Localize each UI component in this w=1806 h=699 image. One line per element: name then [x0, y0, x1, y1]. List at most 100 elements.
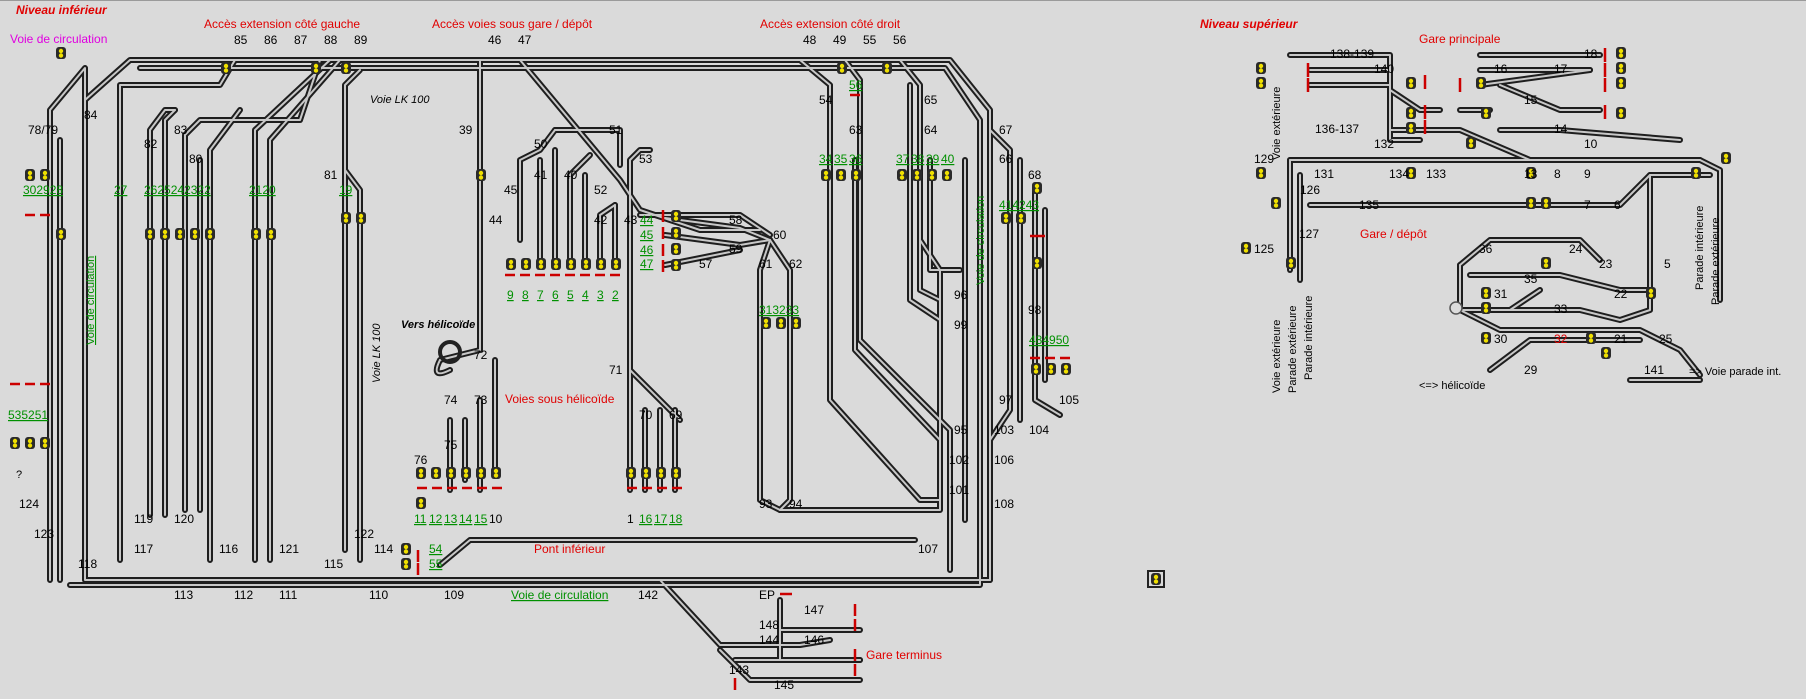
signal-icon[interactable] — [927, 169, 937, 181]
track-number[interactable]: 69 — [669, 408, 683, 422]
track-number[interactable]: 64 — [924, 123, 938, 137]
track-number[interactable]: 146 — [804, 633, 824, 647]
track-number[interactable]: 96 — [954, 288, 968, 302]
track-number[interactable]: 113 — [174, 588, 193, 602]
track-number[interactable]: 39 — [459, 123, 473, 137]
signal-icon[interactable] — [761, 317, 771, 329]
signal-icon[interactable] — [1466, 137, 1476, 149]
track-number[interactable]: 47 — [518, 33, 532, 47]
track-number[interactable]: 89 — [354, 33, 368, 47]
track-number[interactable]: 65 — [924, 93, 938, 107]
track-number[interactable]: 147 — [804, 603, 824, 617]
signal-icon[interactable] — [311, 62, 321, 74]
track-number[interactable]: 48 — [803, 33, 817, 47]
track-number[interactable]: 133 — [1426, 167, 1446, 181]
track-number[interactable]: 125 — [1254, 242, 1274, 256]
track-number[interactable]: 88 — [324, 33, 338, 47]
track-number[interactable]: 126 — [1300, 183, 1320, 197]
track-number[interactable]: 42 — [594, 213, 608, 227]
track-number[interactable]: 119 — [134, 512, 153, 526]
signal-icon[interactable] — [145, 228, 155, 240]
signal-icon[interactable] — [671, 259, 681, 271]
signal-icon[interactable] — [551, 258, 561, 270]
signal-icon[interactable] — [837, 62, 847, 74]
track-number[interactable]: 123 — [34, 527, 54, 541]
track-number[interactable]: 21 — [1614, 332, 1628, 346]
track-number-green[interactable]: 18 — [669, 512, 683, 526]
track-number[interactable]: 35 — [1524, 272, 1538, 286]
track-number-green[interactable]: 55 — [429, 557, 443, 571]
signal-icon[interactable] — [581, 258, 591, 270]
track-number-green[interactable]: 2120 — [249, 183, 276, 197]
track-number[interactable]: 115 — [324, 557, 343, 571]
track-number[interactable]: 112 — [234, 588, 253, 602]
track-number[interactable]: 36 — [1479, 242, 1493, 256]
track-number[interactable]: 45 — [504, 183, 518, 197]
track-number-green[interactable]: 45 — [640, 228, 654, 242]
signal-icon[interactable] — [1616, 62, 1626, 74]
signal-icon[interactable] — [1241, 242, 1251, 254]
track-number[interactable]: 68 — [1028, 168, 1042, 182]
signal-icon[interactable] — [25, 169, 35, 181]
track-number-green[interactable]: 11 — [414, 512, 427, 526]
track-number[interactable]: 116 — [219, 542, 238, 556]
signal-icon[interactable] — [446, 467, 456, 479]
signal-icon[interactable] — [671, 210, 681, 222]
track-number[interactable]: 5 — [1664, 257, 1671, 271]
track-number-green[interactable]: 13 — [444, 512, 458, 526]
track-number[interactable]: 29 — [1524, 363, 1538, 377]
signal-icon[interactable] — [1256, 62, 1266, 74]
track-number[interactable]: 104 — [1029, 423, 1049, 437]
track-number[interactable]: 71 — [609, 363, 623, 377]
signal-icon[interactable] — [506, 258, 516, 270]
signal-icon[interactable] — [1032, 182, 1042, 194]
signal-icon[interactable] — [671, 227, 681, 239]
signal-icon[interactable] — [1616, 47, 1626, 59]
track-number[interactable]: 80 — [189, 152, 203, 166]
track-number[interactable]: 144 — [759, 633, 779, 647]
track-number[interactable]: 43 — [624, 213, 638, 227]
track-number[interactable]: 31 — [1494, 287, 1508, 301]
signal-icon[interactable] — [942, 169, 952, 181]
track-number[interactable]: 93 — [759, 497, 773, 511]
track-number-green[interactable]: 16 — [639, 512, 653, 526]
track-number[interactable]: 56 — [893, 33, 907, 47]
track-number[interactable]: 99 — [954, 318, 968, 332]
signal-icon[interactable] — [356, 212, 366, 224]
track-number-green[interactable]: 35 — [834, 152, 848, 166]
track-number[interactable]: 49 — [833, 33, 847, 47]
track-number-green[interactable]: 2625242322 — [144, 183, 211, 197]
track-number[interactable]: 67 — [999, 123, 1013, 137]
track-number[interactable]: 143 — [729, 663, 749, 677]
track-number-green[interactable]: 38 — [911, 152, 925, 166]
signal-icon[interactable] — [1646, 287, 1656, 299]
track-number-green[interactable]: 19 — [339, 183, 353, 197]
signal-icon[interactable] — [1256, 167, 1266, 179]
track-number[interactable]: 111 — [279, 588, 298, 602]
track-number[interactable]: 15 — [1524, 93, 1538, 107]
signal-icon[interactable] — [596, 258, 606, 270]
track-number[interactable]: 14 — [1554, 122, 1568, 136]
signal-icon[interactable] — [416, 467, 426, 479]
signal-icon[interactable] — [521, 258, 531, 270]
track-number[interactable]: 61 — [759, 257, 773, 271]
signal-icon[interactable] — [1016, 212, 1026, 224]
track-number[interactable]: 136-137 — [1315, 122, 1359, 136]
track-number-green[interactable]: 2 — [612, 288, 619, 302]
signal-icon[interactable] — [1541, 257, 1551, 269]
track-number[interactable]: 23 — [1599, 257, 1613, 271]
signal-icon[interactable] — [1586, 332, 1596, 344]
track-number[interactable]: 103 — [994, 423, 1014, 437]
track-number-green[interactable]: 36 — [849, 152, 863, 166]
signal-icon[interactable] — [1286, 257, 1296, 269]
track-number-green[interactable]: 27 — [114, 183, 128, 197]
track-number-green[interactable]: 535251 — [8, 408, 48, 422]
signal-icon[interactable] — [791, 317, 801, 329]
track-number-green[interactable]: 484950 — [1029, 333, 1069, 347]
track-number[interactable]: 66 — [999, 152, 1013, 166]
track-number[interactable]: 87 — [294, 33, 308, 47]
track-number[interactable]: 53 — [639, 152, 653, 166]
track-number[interactable]: 102 — [949, 453, 969, 467]
track-number-green[interactable]: 313233 — [759, 303, 799, 317]
track-number[interactable]: 83 — [174, 123, 188, 137]
